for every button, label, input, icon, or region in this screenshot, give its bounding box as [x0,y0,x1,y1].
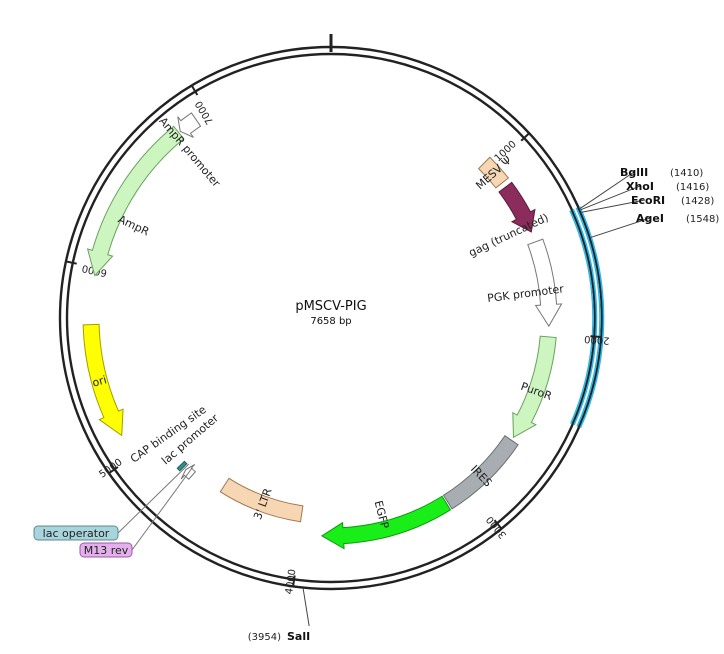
lacop-label: lac operator [43,527,110,540]
site-leader [590,217,651,238]
site-leader [579,171,635,210]
side-leader [131,467,193,551]
tick-mark [590,335,601,338]
feature-cap [176,460,188,472]
feature-pgk [527,238,563,328]
feature-label-ori: ori [91,373,108,389]
feature-amprpro [177,112,202,138]
m13rev-label: M13 rev [84,544,129,557]
plasmid-size: 7658 bp [310,316,351,327]
m13rev-box [79,542,133,558]
tick-mark [66,260,77,265]
site-position: (1548) [686,214,719,225]
side-leader [117,463,190,534]
tick-label: 4000 [284,568,298,595]
site-leader [581,199,646,213]
backbone [58,34,604,591]
site-position: (1410) [670,168,703,179]
restriction-sites: BglII (1410) XhoI (1416) EcoRI (1428) AgeI (154… [248,166,720,643]
site-name: XhoI [626,180,654,193]
plasmid-title: pMSCV-PIG 7658 bp [295,299,366,327]
tick-mark [493,519,502,529]
mcs-band [575,207,601,427]
feature-lacpro [180,463,197,480]
site-name: SalI [287,630,310,643]
lacop-box [33,525,119,541]
feature-ampr [86,125,185,277]
plasmid-name: pMSCV-PIG [295,299,366,314]
feature-puror [512,335,557,439]
tick-mark [292,575,296,586]
feature-gag [498,181,536,233]
site-name: EcoRI [631,194,665,207]
mcs-region [569,206,605,429]
feature-mesv [477,156,510,189]
tick-label: 2000 [584,333,610,346]
site-name: BglII [620,166,648,179]
site-leader [580,185,641,211]
site-leader [302,588,310,627]
feature-label-ampr: AmpR [116,213,152,239]
tick-mark [191,85,199,96]
feature-egfp [320,495,452,550]
feature-ori [82,323,124,437]
mcs-band [572,208,598,426]
tick-mark [109,466,119,474]
site-position: (1428) [681,196,714,207]
site-position: (1416) [676,182,709,193]
site-name: AgeI [636,212,664,225]
mcs-band [569,210,594,424]
feature-ires [442,435,519,510]
feature-ltr [219,477,304,523]
site-position: (3954) [248,632,281,643]
mcs-band [578,206,605,429]
tick-mark [520,133,530,142]
